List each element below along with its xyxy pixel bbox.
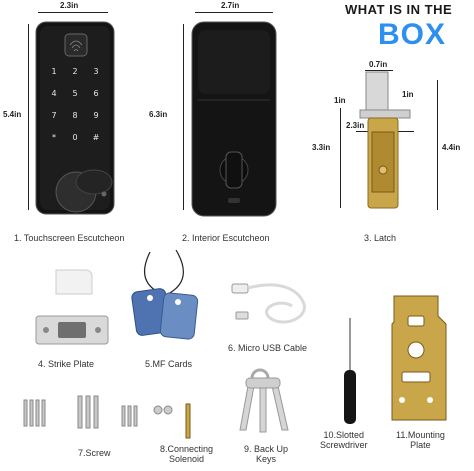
keypad-key[interactable]: 2 xyxy=(72,67,77,76)
caption-1: 1. Touchscreen Escutcheon xyxy=(14,233,125,243)
keypad-key[interactable]: * xyxy=(52,133,56,142)
interior-escutcheon xyxy=(191,21,277,217)
connecting-solenoid xyxy=(153,403,191,439)
keypad-key[interactable]: 7 xyxy=(51,111,56,120)
latch-dim-right-1: 1in xyxy=(402,90,414,99)
header-title: WHAT IS IN THE xyxy=(345,2,453,17)
keypad-key[interactable]: 5 xyxy=(72,89,77,98)
keypad-key[interactable]: 1 xyxy=(51,67,56,76)
latch-dim-height-right: 4.4in xyxy=(442,143,461,152)
latch-dim-height-left: 3.3in xyxy=(312,143,331,152)
strike-plate xyxy=(35,269,109,345)
keypad-key[interactable]: 4 xyxy=(51,89,56,98)
latch-dim-top: 0.7in xyxy=(369,60,388,69)
touchscreen-escutcheon: 1 2 3 4 5 6 7 8 9 * 0 # xyxy=(35,21,115,215)
caption-3: 3. Latch xyxy=(364,233,397,243)
slotted-screwdriver xyxy=(344,318,356,424)
screws xyxy=(23,395,138,429)
keypad-key[interactable]: 9 xyxy=(93,111,98,120)
mounting-plate xyxy=(391,295,447,421)
latch-dim-mid: 2.3in xyxy=(346,121,365,130)
keypad-key[interactable]: 8 xyxy=(72,111,77,120)
thumb-turn xyxy=(225,151,243,189)
caption-5: 5.MF Cards xyxy=(145,359,193,369)
keypad-key[interactable]: 6 xyxy=(93,89,98,98)
usb-cable xyxy=(231,283,306,324)
caption-2: 2. Interior Escutcheon xyxy=(182,233,270,243)
backup-keys xyxy=(239,368,289,433)
keypad-key[interactable]: 3 xyxy=(93,67,98,76)
header-box-word: BOX xyxy=(378,18,447,51)
latch xyxy=(359,71,411,209)
keypad-key[interactable]: # xyxy=(93,133,100,142)
caption-4: 4. Strike Plate xyxy=(38,359,95,369)
caption-7: 7.Screw xyxy=(78,448,111,458)
mf-cards xyxy=(131,249,199,340)
keypad-key[interactable]: 0 xyxy=(72,133,77,142)
caption-6: 6. Micro USB Cable xyxy=(228,343,308,353)
latch-dim-left-1: 1in xyxy=(334,96,346,105)
